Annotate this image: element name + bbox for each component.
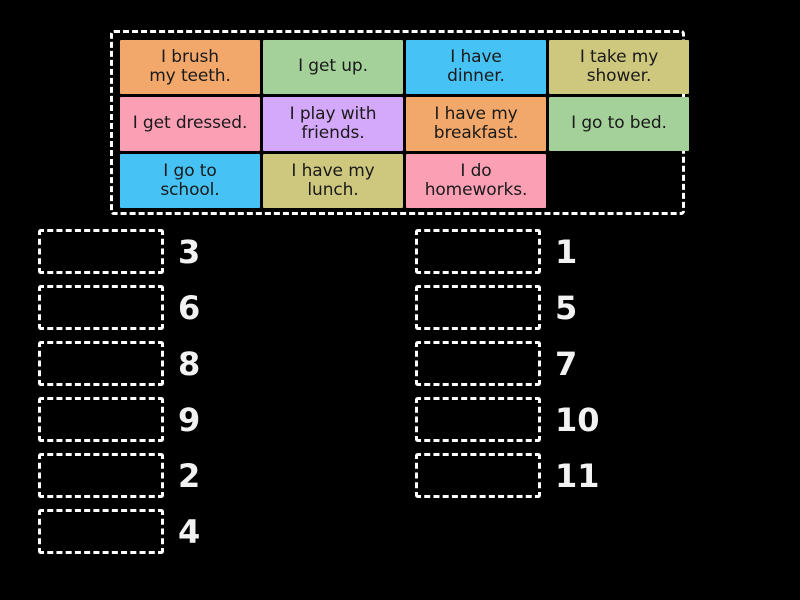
- answer-slot-row: 9: [38, 397, 200, 442]
- draggable-tile[interactable]: I get dressed.: [120, 97, 260, 151]
- answer-slot-row: 3: [38, 229, 200, 274]
- answer-slot-row: 2: [38, 453, 200, 498]
- slot-number-label: 2: [178, 456, 201, 495]
- slot-number-label: 4: [178, 512, 201, 551]
- dropzone-4[interactable]: [38, 509, 164, 554]
- answer-slot-row: 7: [415, 341, 600, 386]
- answer-slot-row: 11: [415, 453, 600, 498]
- answer-slot-row: 5: [415, 285, 600, 330]
- dropzone-11[interactable]: [415, 453, 541, 498]
- dropzone-3[interactable]: [38, 229, 164, 274]
- slot-number-label: 7: [555, 344, 578, 383]
- dropzone-7[interactable]: [415, 341, 541, 386]
- answer-slot-row: 6: [38, 285, 200, 330]
- draggable-tile[interactable]: I go to bed.: [549, 97, 689, 151]
- answer-slot-row: 1: [415, 229, 600, 274]
- slot-number-label: 10: [555, 400, 600, 439]
- dropzone-2[interactable]: [38, 453, 164, 498]
- slot-number-label: 9: [178, 400, 201, 439]
- draggable-tile[interactable]: I get up.: [263, 40, 403, 94]
- answer-slot-row: 10: [415, 397, 600, 442]
- slot-number-label: 6: [178, 288, 201, 327]
- answer-slot-column-right: 1 5 7 10 11: [415, 229, 600, 509]
- dropzone-9[interactable]: [38, 397, 164, 442]
- dropzone-1[interactable]: [415, 229, 541, 274]
- dropzone-5[interactable]: [415, 285, 541, 330]
- answer-slot-column-left: 3 6 8 9 2 4: [38, 229, 200, 565]
- slot-number-label: 11: [555, 456, 600, 495]
- slot-number-label: 1: [555, 232, 578, 271]
- answer-slot-row: 8: [38, 341, 200, 386]
- slot-number-label: 8: [178, 344, 201, 383]
- dropzone-8[interactable]: [38, 341, 164, 386]
- answer-slot-row: 4: [38, 509, 200, 554]
- tile-empty-placeholder: [549, 154, 689, 208]
- dropzone-6[interactable]: [38, 285, 164, 330]
- slot-number-label: 5: [555, 288, 578, 327]
- slot-number-label: 3: [178, 232, 201, 271]
- dropzone-10[interactable]: [415, 397, 541, 442]
